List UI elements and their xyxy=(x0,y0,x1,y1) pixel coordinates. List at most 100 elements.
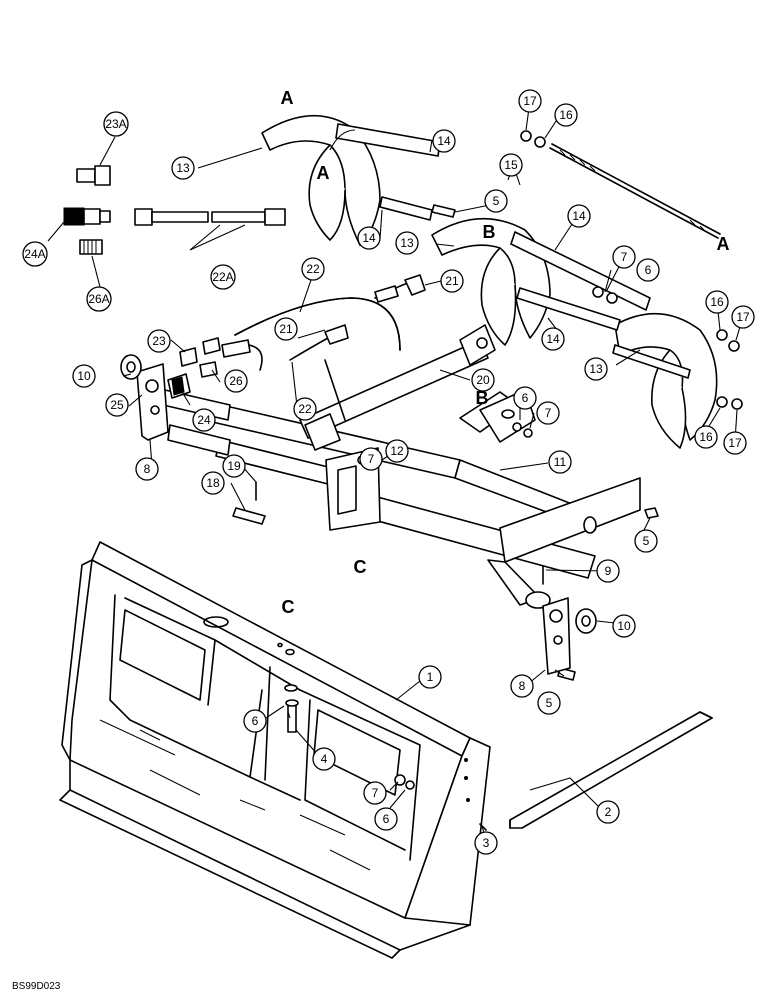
callout-14: 14 xyxy=(541,327,565,351)
callout-1: 1 xyxy=(418,665,442,689)
callout-17: 17 xyxy=(731,305,755,329)
callout-7: 7 xyxy=(363,781,387,805)
callout-19-label: 19 xyxy=(227,459,241,473)
callout-18: 18 xyxy=(201,471,225,495)
callout-11: 11 xyxy=(548,450,572,474)
reference-letter-b: B xyxy=(483,222,496,242)
callout-6-label: 6 xyxy=(252,714,259,728)
callout-22: 22 xyxy=(293,397,317,421)
callout-13-label: 13 xyxy=(589,362,603,376)
callout-13-label: 13 xyxy=(176,161,190,175)
callout-21: 21 xyxy=(440,269,464,293)
hardware-part xyxy=(232,130,743,831)
callout-3: 3 xyxy=(474,831,498,855)
callout-14: 14 xyxy=(567,204,591,228)
callout-4: 4 xyxy=(312,747,336,771)
callout-23A-label: 23A xyxy=(105,117,126,131)
callout-26: 26 xyxy=(224,369,248,393)
callout-16: 16 xyxy=(705,290,729,314)
callout-5-label: 5 xyxy=(546,696,553,710)
callout-6: 6 xyxy=(513,386,537,410)
callout-24A-label: 24A xyxy=(24,247,45,261)
callout-22-label: 22 xyxy=(306,262,320,276)
reference-letter-c: C xyxy=(282,597,295,617)
callout-6: 6 xyxy=(243,709,267,733)
callout-7: 7 xyxy=(359,447,383,471)
reference-letter-a: A xyxy=(317,163,330,183)
callout-20: 20 xyxy=(471,368,495,392)
callout-10-label: 10 xyxy=(77,369,91,383)
callout-8-label: 8 xyxy=(144,462,151,476)
callout-5-label: 5 xyxy=(493,194,500,208)
reference-letter-a: A xyxy=(717,234,730,254)
callout-6-label: 6 xyxy=(522,391,529,405)
grapple-arm-part xyxy=(261,114,721,449)
callout-7-label: 7 xyxy=(368,452,375,466)
callout-2-label: 2 xyxy=(605,805,612,819)
callout-5-label: 5 xyxy=(643,534,650,548)
callout-13: 13 xyxy=(171,156,195,180)
callout-26A: 26A xyxy=(86,286,112,312)
callout-17-label: 17 xyxy=(728,436,742,450)
callout-8: 8 xyxy=(510,674,534,698)
fork-tine-part xyxy=(509,711,713,829)
callout-22A-label: 22A xyxy=(212,270,233,284)
callout-7-label: 7 xyxy=(545,406,552,420)
callout-16: 16 xyxy=(694,425,718,449)
callout-23A: 23A xyxy=(103,111,129,137)
pivot-plate-part xyxy=(136,363,571,675)
bucket-part xyxy=(59,541,491,959)
callout-20-label: 20 xyxy=(476,373,490,387)
washer-part xyxy=(120,354,597,634)
callout-14-label: 14 xyxy=(437,134,451,148)
callout-6: 6 xyxy=(374,807,398,831)
callout-10: 10 xyxy=(612,614,636,638)
callout-19: 19 xyxy=(222,454,246,478)
callout-22A: 22A xyxy=(210,264,236,290)
callout-13: 13 xyxy=(395,231,419,255)
callout-5: 5 xyxy=(634,529,658,553)
callout-9-label: 9 xyxy=(605,564,612,578)
callout-13-label: 13 xyxy=(400,236,414,250)
callout-16: 16 xyxy=(554,103,578,127)
callout-6: 6 xyxy=(636,258,660,282)
callout-8: 8 xyxy=(135,457,159,481)
callout-13: 13 xyxy=(584,357,608,381)
callout-26A-label: 26A xyxy=(88,292,109,306)
callout-12-label: 12 xyxy=(390,444,404,458)
callout-7: 7 xyxy=(536,401,560,425)
callout-6-label: 6 xyxy=(645,263,652,277)
callout-15-label: 15 xyxy=(504,158,518,172)
callout-14-label: 14 xyxy=(546,332,560,346)
callout-4-label: 4 xyxy=(321,752,328,766)
callout-18-label: 18 xyxy=(206,476,220,490)
callout-22: 22 xyxy=(301,257,325,281)
callout-25-label: 25 xyxy=(110,398,124,412)
leader-lines xyxy=(47,100,744,841)
callout-17-label: 17 xyxy=(736,310,750,324)
callout-21-label: 21 xyxy=(279,322,293,336)
reference-letter-a: A xyxy=(281,88,294,108)
callout-23: 23 xyxy=(147,329,171,353)
callout-16-label: 16 xyxy=(699,430,713,444)
callout-21-label: 21 xyxy=(445,274,459,288)
reference-letter-c: C xyxy=(354,557,367,577)
callout-24-label: 24 xyxy=(197,413,211,427)
callout-2: 2 xyxy=(596,800,620,824)
callout-15: 15 xyxy=(499,153,523,177)
callout-23-label: 23 xyxy=(152,334,166,348)
callout-17-label: 17 xyxy=(523,94,537,108)
callout-16-label: 16 xyxy=(710,295,724,309)
callout-12: 12 xyxy=(385,439,409,463)
callout-10: 10 xyxy=(72,364,96,388)
callout-5: 5 xyxy=(537,691,561,715)
callout-11-label: 11 xyxy=(554,455,567,469)
callout-14: 14 xyxy=(357,226,381,250)
callout-6-label: 6 xyxy=(383,812,390,826)
callout-10-label: 10 xyxy=(617,619,631,633)
callout-26-label: 26 xyxy=(229,374,243,388)
callout-8-label: 8 xyxy=(519,679,526,693)
callout-7-label: 7 xyxy=(372,786,379,800)
callout-9: 9 xyxy=(596,559,620,583)
